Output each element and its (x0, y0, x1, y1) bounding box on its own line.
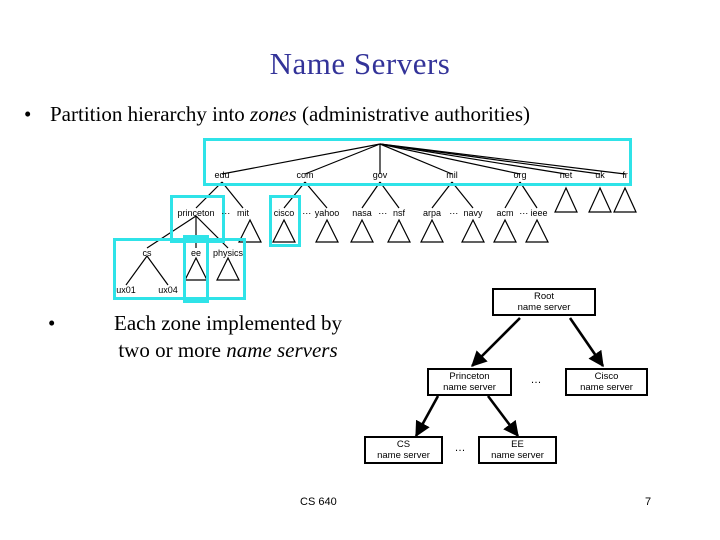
bullet-partition-hierarchy: • Partition hierarchy into zones (adminis… (24, 102, 714, 127)
tree-ellipsis-edu: ⋯ (221, 208, 231, 218)
ns-root-line1: Root (533, 291, 555, 302)
tree-node-nasa: nasa (352, 208, 372, 218)
bullet-text-before: Partition hierarchy into (50, 102, 251, 126)
tree-node-gov: gov (372, 170, 388, 180)
tree-node-ux01: ux01 (116, 285, 136, 295)
name-server-box-cs: CS name server (364, 436, 443, 464)
ns-ee-line1: EE (511, 439, 524, 450)
tree-ellipsis-mil: ⋯ (449, 208, 459, 218)
footer-course-label: CS 640 (300, 496, 337, 508)
bullet-text-after: (administrative authorities) (296, 102, 530, 126)
footer-page-number: 7 (645, 496, 652, 508)
tree-node-arpa: arpa (422, 208, 442, 218)
ns-princeton-line2: name server (443, 382, 496, 393)
tree-node-uk: uk (595, 170, 605, 180)
tree-node-navy: navy (463, 208, 483, 218)
tree-node-yahoo: yahoo (314, 208, 340, 218)
bullet2-line1-text: Each zone implemented by (114, 311, 342, 335)
tree-ellipsis-org: ⋯ (519, 208, 529, 218)
bullet-zone-implementation: • Each zone implemented by two or more n… (48, 310, 408, 364)
ns-cisco-line1: Cisco (594, 371, 619, 382)
tree-ellipsis-com: ⋯ (302, 208, 312, 218)
zone-box-root (203, 138, 632, 186)
zone-box-cisco (269, 195, 301, 247)
tree-node-mit: mit (237, 208, 249, 218)
ns-cs-line1: CS (396, 439, 411, 450)
tree-node-ee: ee (190, 248, 202, 258)
tree-ellipsis-gov: ⋯ (378, 208, 388, 218)
name-server-box-princeton: Princeton name server (427, 368, 512, 396)
tree-node-ux04: ux04 (158, 285, 178, 295)
name-server-arrows (414, 317, 605, 438)
bullet-marker: • (24, 102, 32, 126)
tree-node-com: com (296, 170, 314, 180)
bullet2-emphasis-name-servers: name servers (226, 338, 338, 362)
tree-node-edu: edu (214, 170, 230, 180)
name-server-hierarchy-diagram: Root name server Princeton name server …… (364, 280, 700, 480)
page-title: Name Servers (269, 46, 451, 81)
tree-node-mil: mil (446, 170, 458, 180)
tree-node-nsf: nsf (392, 208, 406, 218)
zone-box-ee (183, 235, 209, 303)
ns-ellipsis-level2: … (530, 374, 542, 386)
tree-node-princeton: princeton (177, 208, 215, 218)
tree-node-physics: physics (212, 248, 244, 258)
name-server-box-cisco: Cisco name server (565, 368, 648, 396)
tree-node-acm: acm (496, 208, 514, 218)
ns-ellipsis-level3: … (454, 442, 466, 454)
bullet2-line2: two or more name servers (48, 337, 408, 364)
tree-node-cs: cs (142, 248, 152, 258)
tree-node-fr: fr (622, 170, 628, 180)
tree-node-ieee: ieee (530, 208, 548, 218)
bullet-emphasis-zones: zones (250, 102, 297, 126)
zone-box-princeton (170, 195, 225, 243)
ns-cs-line2: name server (377, 450, 430, 461)
dns-hierarchy-diagram: edu com gov mil org net uk fr princeton … (0, 130, 720, 310)
name-server-box-ee: EE name server (478, 436, 557, 464)
tree-node-net: net (559, 170, 573, 180)
ns-cisco-line2: name server (580, 382, 633, 393)
tree-node-cisco: cisco (273, 208, 295, 218)
bullet-marker: • (48, 311, 56, 335)
ns-princeton-line1: Princeton (449, 371, 490, 382)
bullet2-line2-text: two or more (118, 338, 227, 362)
zone-box-cs-ee-physics (113, 238, 246, 300)
bullet2-line1: • Each zone implemented by (48, 310, 408, 337)
ns-ee-line2: name server (491, 450, 544, 461)
name-server-box-root: Root name server (492, 288, 596, 316)
ns-root-line2: name server (517, 302, 571, 313)
tree-node-org: org (513, 170, 527, 180)
